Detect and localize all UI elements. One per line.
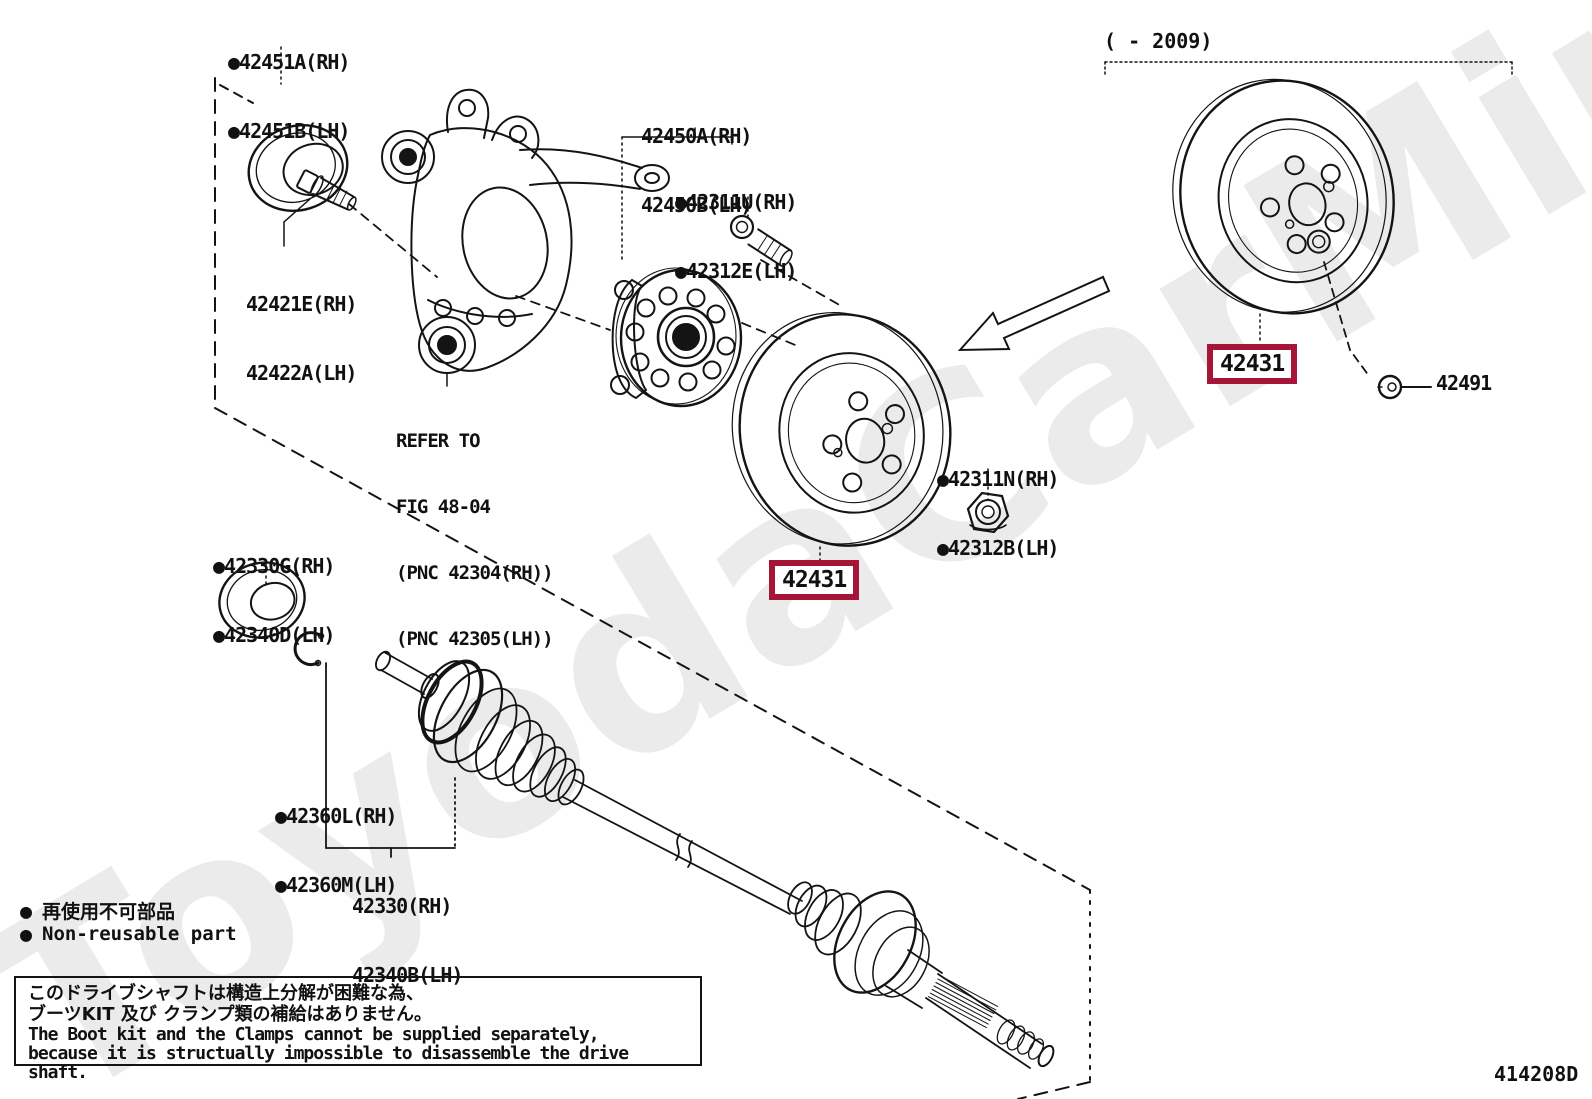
label-bushing: ●42451A(RH) ●42451B(LH) — [228, 5, 350, 189]
camber-bolt-leader — [283, 198, 311, 247]
label-hub-rh: 42450A(RH) — [641, 124, 752, 148]
label-bearing: ●42330G(RH) ●42340D(LH) — [213, 509, 335, 693]
legend-jp-text: 再使用不可部品 — [42, 901, 176, 923]
label-boot-kit-rh: ●42360L(RH) — [275, 804, 397, 828]
label-hub: 42450A(RH) 42450B(LH) — [641, 79, 752, 263]
label-camber-bolt: 42421E(RH) 42422A(LH) — [246, 247, 357, 431]
label-bearing-rh: ●42330G(RH) — [213, 554, 335, 578]
note-jp-line2: ブーツKIT 及び クランプ類の補給はありません。 — [28, 1004, 433, 1025]
part-box-disc-right-number: 42431 — [1220, 351, 1285, 377]
label-bushing-lh: ●42451B(LH) — [228, 119, 350, 143]
hub-drawing — [610, 267, 743, 408]
label-hub-lh: 42450B(LH) — [641, 193, 752, 217]
bolt-disc-dash — [760, 259, 844, 308]
refer-line-1: REFER TO — [396, 430, 481, 452]
direction-arrow — [957, 275, 1111, 352]
label-clip: 42491 — [1436, 371, 1492, 395]
knuckle-hub-dash — [515, 295, 611, 331]
legend-row-jp: ● 再使用不可部品 — [20, 897, 175, 924]
bearing-drawing — [218, 561, 306, 639]
legend-row-en: ● Non-reusable part — [20, 923, 237, 945]
refer-line-3: (PNC 42304(RH)) — [396, 562, 554, 584]
label-boot-kit: ●42360L(RH) ●42360M(LH) — [275, 759, 397, 943]
camber-bolt-drawing — [296, 169, 357, 211]
knuckle-drawing — [381, 88, 670, 374]
label-hub-bolt-rh: ●42311U(RH) — [675, 190, 797, 214]
drive-shaft-drawing — [375, 650, 1055, 1069]
brake-disc-right-drawing — [1172, 78, 1395, 315]
label-camber-bolt-lh: 42422A(LH) — [246, 361, 357, 385]
year-range-bracket — [1104, 61, 1513, 75]
disc-clip-dash — [1323, 261, 1370, 377]
label-drive-shaft-rh: 42330(RH) — [352, 894, 452, 918]
non-reusable-bullet-icon: ● — [20, 922, 33, 946]
label-axle-nut: ●42311N(RH) ●42312B(LH) — [937, 422, 1059, 606]
label-axle-nut-rh: ●42311N(RH) — [937, 467, 1059, 491]
snap-ring-drawing — [293, 631, 325, 667]
label-axle-nut-lh: ●42312B(LH) — [937, 536, 1059, 560]
label-camber-bolt-rh: 42421E(RH) — [246, 292, 357, 316]
bolt-knuckle-dash — [348, 203, 438, 278]
label-bearing-lh: ●42340D(LH) — [213, 623, 335, 647]
part-box-disc-center[interactable]: 42431 — [769, 560, 860, 600]
shaft-label-bracket — [325, 662, 456, 858]
drive-shaft-note-box: このドライブシャフトは構造上分解が困難な為、 ブーツKIT 及び クランプ類の補… — [14, 976, 702, 1082]
hub-disc-dash — [741, 322, 801, 348]
label-hub-bolt: ●42311U(RH) ●42312E(LH) — [675, 145, 797, 329]
label-refer-block: REFER TO FIG 48-04 (PNC 42304(RH)) (PNC … — [396, 386, 554, 694]
legend-en-text: Non-reusable part — [42, 923, 237, 945]
note-en-line2: because it is structually impossible to … — [28, 1043, 629, 1083]
hub-bolt-drawing — [729, 214, 793, 267]
figure-number: 414208D — [1494, 1062, 1579, 1086]
label-drive-shaft: 42330(RH) 42340B(LH) — [352, 849, 463, 1033]
hub-label-bracket — [621, 127, 733, 261]
note-en-line1: The Boot kit and the Clamps cannot be su… — [28, 1024, 600, 1045]
non-reusable-bullet-icon: ● — [20, 898, 33, 923]
bushing-drawing — [247, 123, 349, 213]
note-jp-line1: このドライブシャフトは構造上分解が困難な為、 — [28, 983, 424, 1004]
label-boot-kit-lh: ●42360M(LH) — [275, 873, 397, 897]
label-bushing-rh: ●42451A(RH) — [228, 50, 350, 74]
part-box-disc-right[interactable]: 42431 — [1207, 344, 1298, 384]
year-range-label: ( - 2009) — [1104, 29, 1213, 53]
refer-line-2: FIG 48-04 — [396, 496, 491, 518]
label-hub-bolt-lh: ●42312E(LH) — [675, 259, 797, 283]
label-drive-shaft-lh: 42340B(LH) — [352, 963, 463, 987]
assembly-boundary-dashes — [214, 77, 1091, 1099]
clip-drawing — [1377, 374, 1432, 400]
brake-disc-center-drawing — [731, 311, 952, 547]
part-box-disc-center-number: 42431 — [782, 567, 847, 593]
refer-line-4: (PNC 42305(LH)) — [396, 628, 554, 650]
